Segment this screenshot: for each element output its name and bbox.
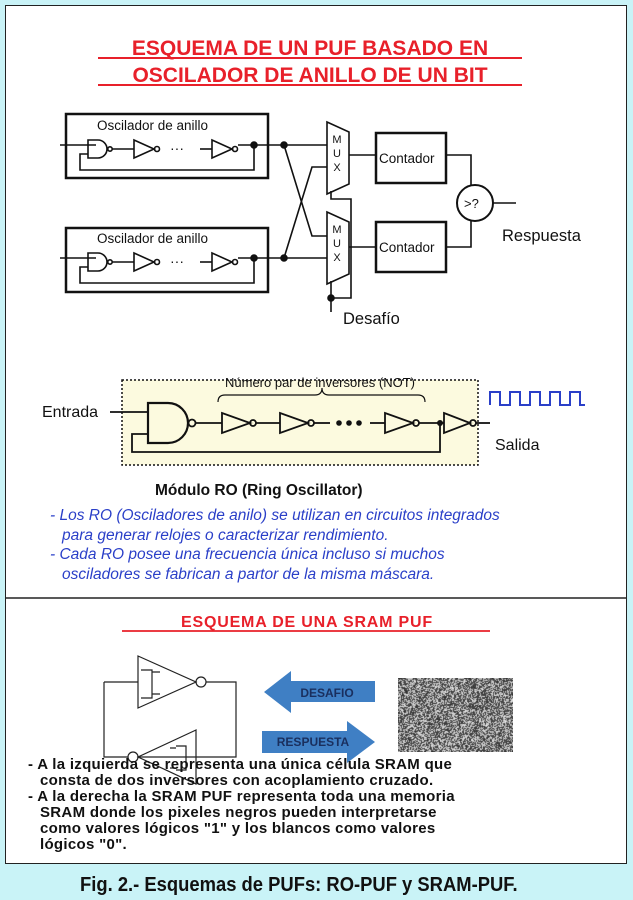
oscillator-1-label: Oscilador de anillo xyxy=(97,118,208,133)
ro-module: Entrada Número par de inversores (NOT) S… xyxy=(42,375,585,499)
mux-1-letters: M U X xyxy=(332,134,341,174)
challenge-arrow: DESAFIO xyxy=(264,671,375,713)
ellipsis: ··· xyxy=(170,140,184,156)
sram-note-line: lógicos "0". xyxy=(28,837,455,853)
sram-noise-pattern-image xyxy=(398,678,513,752)
ro-note-line: osciladores se fabrican a partor de la m… xyxy=(50,565,500,585)
ro-puf-circuit xyxy=(60,114,516,312)
sram-note-line: como valores lógicos "1" y los blancos c… xyxy=(28,821,455,837)
ro-puf-title: ESQUEMA DE UN PUF BASADO EN OSCILADOR DE… xyxy=(98,37,522,87)
inverters-label: Número par de inversores (NOT) xyxy=(225,375,415,390)
sram-note-line: consta de dos inversores con acoplamient… xyxy=(28,773,455,789)
svg-text:RESPUESTA: RESPUESTA xyxy=(277,735,350,749)
svg-text:X: X xyxy=(333,162,341,174)
ro-note-line: - Cada RO posee una frecuencia única inc… xyxy=(50,545,500,565)
sram-note-line: - A la izquierda se representa una única… xyxy=(28,757,455,773)
svg-text:U: U xyxy=(333,238,341,250)
oscillator-2-label: Oscilador de anillo xyxy=(97,231,208,246)
ro-module-title: Módulo RO (Ring Oscillator) xyxy=(155,482,363,499)
svg-text:X: X xyxy=(333,252,341,264)
mux-2-letters: M U X xyxy=(332,224,341,264)
ro-note-line: para generar relojes o caracterizar rend… xyxy=(50,526,500,546)
title-line-1: ESQUEMA DE UN PUF BASADO EN xyxy=(132,37,488,60)
svg-text:DESAFIO: DESAFIO xyxy=(300,686,353,700)
ro-note-line: - Los RO (Osciladores de anilo) se utili… xyxy=(50,506,500,526)
sram-puf-title: ESQUEMA DE UNA SRAM PUF xyxy=(181,614,433,631)
input-label: Entrada xyxy=(42,404,98,421)
svg-text:U: U xyxy=(333,148,341,160)
svg-text:M: M xyxy=(332,134,341,146)
ellipsis: ··· xyxy=(170,253,184,269)
counter-2-label: Contador xyxy=(379,240,435,255)
figure-caption: Fig. 2.- Esquemas de PUFs: RO-PUF y SRAM… xyxy=(80,874,518,897)
title-line-2: OSCILADOR DE ANILLO DE UN BIT xyxy=(132,64,487,87)
output-label: Salida xyxy=(495,437,540,454)
counter-1-label: Contador xyxy=(379,151,435,166)
sram-notes: - A la izquierda se representa una única… xyxy=(28,757,455,853)
sram-note-line: - A la derecha la SRAM PUF representa to… xyxy=(28,789,455,805)
comparator-label: >? xyxy=(464,196,479,211)
ro-notes: - Los RO (Osciladores de anilo) se utili… xyxy=(50,506,500,584)
square-wave-icon xyxy=(490,392,585,405)
response-label: Respuesta xyxy=(502,227,582,245)
challenge-label: Desafío xyxy=(343,310,400,328)
sram-note-line: SRAM donde los pixeles negros pueden int… xyxy=(28,805,455,821)
svg-text:M: M xyxy=(332,224,341,236)
